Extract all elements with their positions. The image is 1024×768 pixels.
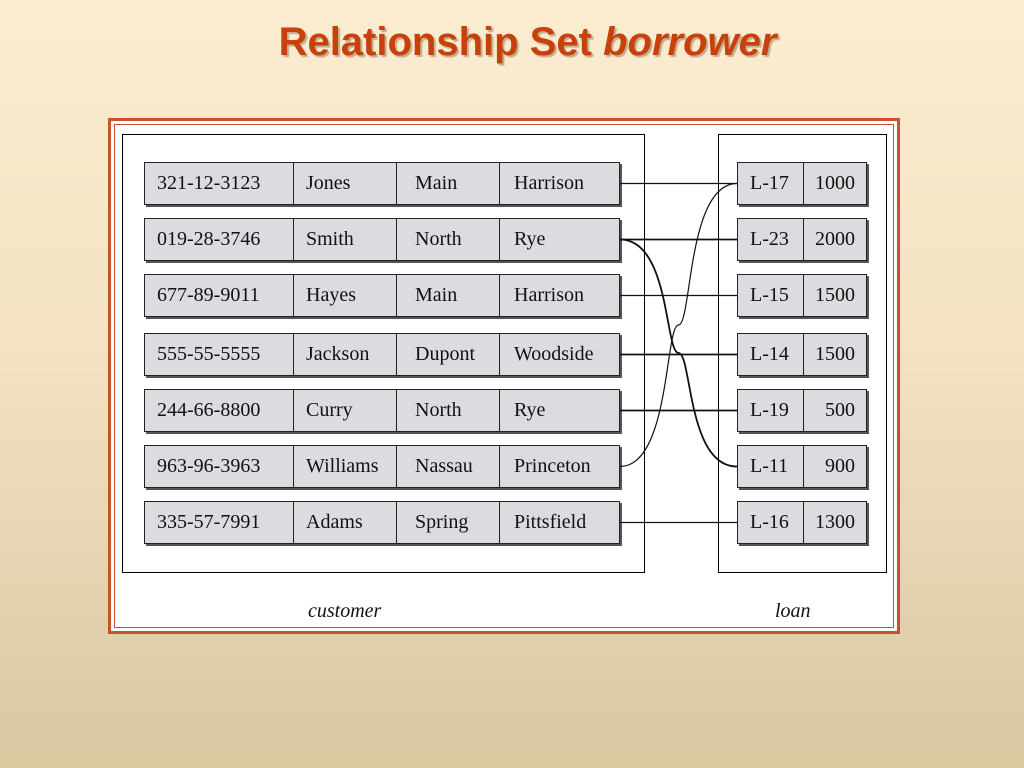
loan-amount: 1000 xyxy=(803,163,868,204)
loan-number: L-17 xyxy=(750,172,789,194)
customer-name: Smith xyxy=(293,219,396,260)
customer-id: 019-28-3746 xyxy=(157,228,261,250)
loan-amount: 2000 xyxy=(803,219,868,260)
loan-amount: 900 xyxy=(803,446,868,487)
loan-row: L-17 1000 xyxy=(737,162,867,205)
customer-street: North xyxy=(396,390,499,431)
title-emphasis: borrower xyxy=(603,20,777,64)
customer-caption: customer xyxy=(308,600,382,622)
customer-city: Princeton xyxy=(499,446,621,487)
customer-id: 335-57-7991 xyxy=(157,511,261,533)
customer-id: 321-12-3123 xyxy=(157,172,261,194)
customer-city: Harrison xyxy=(499,275,621,316)
loan-amount: 1300 xyxy=(803,502,868,543)
loan-row: L-23 2000 xyxy=(737,218,867,261)
loan-row: L-16 1300 xyxy=(737,501,867,544)
loan-number: L-11 xyxy=(750,455,789,477)
customer-id: 677-89-9011 xyxy=(157,284,260,306)
customer-id: 963-96-3963 xyxy=(157,455,261,477)
borrower-link xyxy=(619,182,738,468)
customer-name: Curry xyxy=(293,390,396,431)
customer-id: 244-66-8800 xyxy=(157,399,261,421)
customer-street: Dupont xyxy=(396,334,499,375)
customer-city: Pittsfield xyxy=(499,502,621,543)
loan-number: L-16 xyxy=(750,511,789,533)
customer-street: Spring xyxy=(396,502,499,543)
loan-amount: 1500 xyxy=(803,275,868,316)
slide-title: Relationship Set borrower xyxy=(0,20,1024,65)
customer-street: North xyxy=(396,219,499,260)
loan-number: L-14 xyxy=(750,343,789,365)
loan-caption: loan xyxy=(775,600,811,622)
loan-row: L-15 1500 xyxy=(737,274,867,317)
borrower-link xyxy=(619,238,738,468)
customer-name: Williams xyxy=(293,446,396,487)
customer-city: Rye xyxy=(499,219,621,260)
customer-street: Main xyxy=(396,275,499,316)
customer-city: Woodside xyxy=(499,334,621,375)
loan-number: L-23 xyxy=(750,228,789,250)
customer-name: Adams xyxy=(293,502,396,543)
customer-name: Hayes xyxy=(293,275,396,316)
customer-street: Nassau xyxy=(396,446,499,487)
loan-number: L-15 xyxy=(750,284,789,306)
loan-row: L-14 1500 xyxy=(737,333,867,376)
loan-row: L-11 900 xyxy=(737,445,867,488)
title-main: Relationship Set xyxy=(278,20,592,64)
customer-city: Rye xyxy=(499,390,621,431)
customer-name: Jackson xyxy=(293,334,396,375)
customer-street: Main xyxy=(396,163,499,204)
loan-number: L-19 xyxy=(750,399,789,421)
customer-id: 555-55-5555 xyxy=(157,343,261,365)
customer-name: Jones xyxy=(293,163,396,204)
customer-city: Harrison xyxy=(499,163,621,204)
loan-amount: 1500 xyxy=(803,334,868,375)
loan-amount: 500 xyxy=(803,390,868,431)
loan-row: L-19 500 xyxy=(737,389,867,432)
